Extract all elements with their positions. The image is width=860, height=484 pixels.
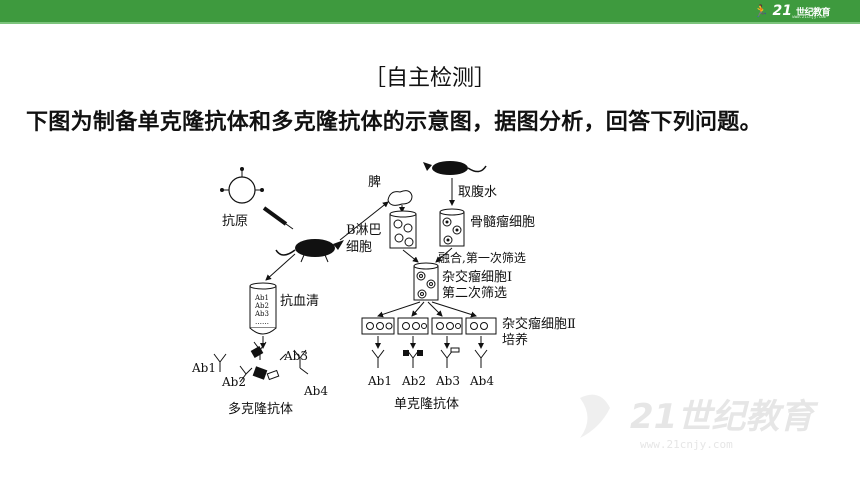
b-cell-label-1: B淋巴 — [346, 223, 382, 238]
monoclonal-antibody-icon — [474, 349, 488, 368]
header-divider — [0, 22, 860, 24]
hybridoma1-label: 杂交瘤细胞Ⅰ — [442, 269, 512, 285]
antigen-icon — [220, 167, 264, 204]
tube-ab1: Ab1 — [254, 294, 269, 302]
branch-arrows — [377, 301, 477, 318]
monoclonal-antibody-icon — [371, 349, 385, 368]
mono-ab1-label: Ab1 — [367, 374, 392, 388]
hybridoma2-label: 杂交瘤细胞Ⅱ — [502, 316, 576, 332]
mono-arrows — [375, 336, 484, 349]
myeloma-tube — [439, 208, 465, 247]
culture-plate — [431, 317, 463, 335]
runner-icon: 🏃 — [753, 4, 769, 18]
culture-plate — [465, 317, 497, 335]
watermark: 21世纪教育 www.21cnjy.com — [580, 394, 818, 451]
site-logo[interactable]: 🏃 21 世纪教育 — [753, 2, 831, 20]
culture-plate — [397, 317, 429, 335]
logo-url: www.21cnjy.com — [792, 14, 826, 19]
mono-ab4-label: Ab4 — [469, 374, 494, 388]
monoclonal-antibody-icon — [403, 349, 423, 368]
monoclonal-antibody-icon — [440, 347, 460, 368]
tube-ab3: Ab3 — [254, 310, 269, 318]
logo-mark: 21 — [772, 3, 792, 19]
poly-ab1-label: Ab1 — [191, 361, 216, 375]
watermark-url: www.21cnjy.com — [640, 438, 733, 451]
antigen-label: 抗原 — [222, 214, 248, 229]
spleen-label: 脾 — [368, 175, 381, 190]
fusion-label: 融合,第一次筛选 — [438, 250, 526, 265]
mouse-icon — [275, 239, 344, 263]
logo-text: 世纪教育 — [795, 7, 831, 18]
header-bar — [0, 0, 860, 22]
screen2-label: 第二次筛选 — [442, 285, 507, 301]
culture-plate — [361, 317, 395, 335]
mouse-icon — [423, 161, 487, 175]
watermark-mark: 21世纪教育 — [630, 397, 818, 437]
antibody-diagram: 抗原 脾 取腹水 B淋巴 细胞 骨髓瘤 — [191, 161, 576, 417]
ascites-label: 取腹水 — [458, 184, 497, 200]
antiserum-label: 抗血清 — [280, 294, 319, 309]
myeloma-label: 骨髓瘤细胞 — [470, 214, 535, 230]
b-cell-tube — [389, 210, 417, 249]
question-text: 下图为制备单克隆抗体和多克隆抗体的示意图，据图分析，回答下列问题。 — [26, 110, 762, 135]
tube-ab2: Ab2 — [254, 302, 269, 310]
poly-ab2-label: Ab2 — [221, 375, 246, 389]
hybridoma-tube — [413, 262, 439, 301]
culture-label: 培养 — [502, 332, 528, 348]
spleen-icon — [387, 190, 413, 206]
syringe-icon — [262, 206, 294, 230]
poly-ab4-label: Ab4 — [303, 384, 328, 398]
mono-ab3-label: Ab3 — [435, 374, 460, 388]
section-title: ［自主检测］ — [363, 66, 496, 91]
antiserum-tube — [249, 282, 277, 335]
polyclonal-label: 多克隆抗体 — [228, 401, 293, 417]
polyclonal-antibody-cluster — [213, 341, 309, 383]
poly-ab3-label: Ab3 — [283, 349, 308, 363]
monoclonal-label: 单克隆抗体 — [394, 397, 459, 412]
b-cell-label-2: 细胞 — [346, 240, 372, 255]
mono-ab2-label: Ab2 — [401, 374, 426, 388]
tube-ab-more: …… — [255, 318, 269, 326]
runner-watermark-icon — [580, 394, 610, 438]
